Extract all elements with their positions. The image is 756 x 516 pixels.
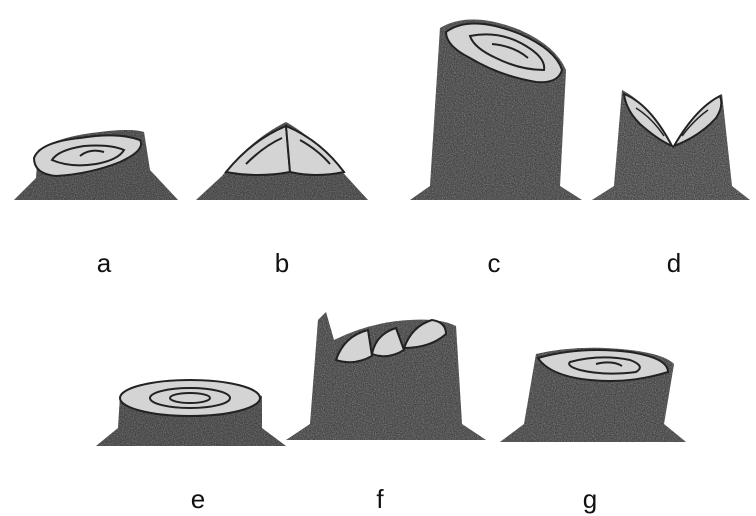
- stump-b: [196, 122, 368, 200]
- stump-f: [286, 312, 486, 440]
- stump-a: [14, 130, 178, 200]
- label-a: a: [84, 248, 124, 278]
- stump-e: [96, 380, 286, 446]
- label-d: d: [654, 248, 694, 278]
- label-c: c: [474, 248, 514, 278]
- label-g: g: [570, 484, 610, 514]
- stump-c: [410, 19, 582, 200]
- label-e: e: [178, 484, 218, 514]
- label-f: f: [360, 484, 400, 514]
- stump-d: [592, 90, 750, 200]
- label-b: b: [262, 248, 302, 278]
- stump-g: [500, 348, 686, 442]
